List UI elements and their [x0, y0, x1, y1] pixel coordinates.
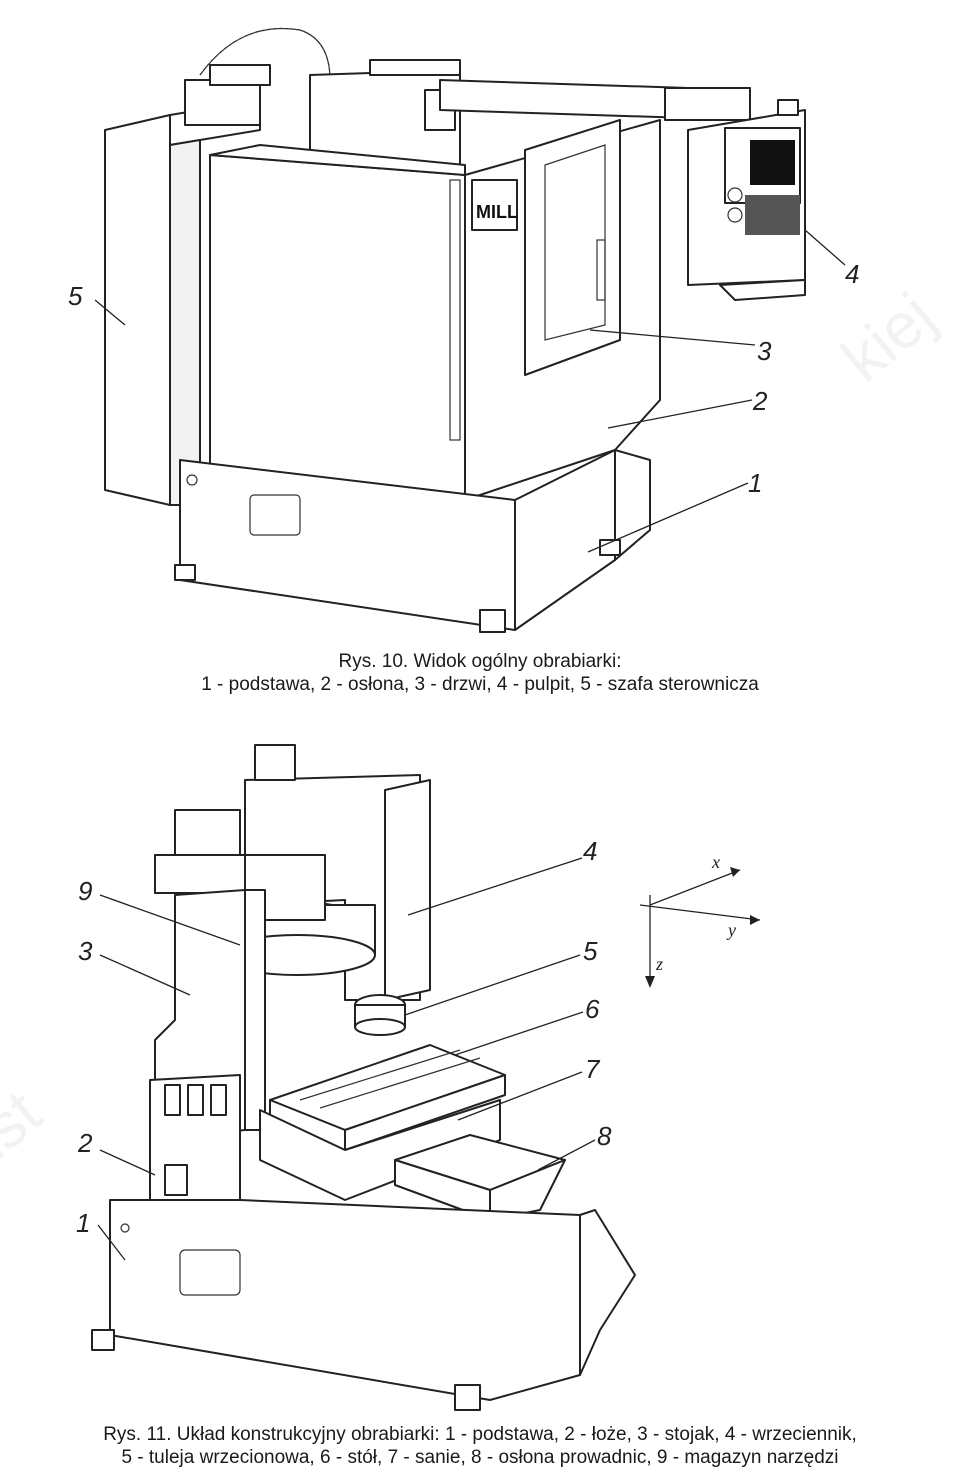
label-6: 6	[585, 994, 600, 1024]
label-3: 3	[78, 936, 93, 966]
y-axis-label: y	[726, 920, 736, 940]
figure2-machine	[91, 744, 636, 1411]
figure1-caption: Rys. 10. Widok ogólny obrabiarki: 1 - po…	[0, 650, 960, 696]
label-3: 3	[757, 336, 772, 366]
figure1-machine: MILL	[104, 27, 806, 633]
figure2-caption: Rys. 11. Układ konstrukcyjny obrabiarki:…	[0, 1423, 960, 1469]
label-1: 1	[748, 468, 762, 498]
figure2-caption-line1: Rys. 11. Układ konstrukcyjny obrabiarki:…	[103, 1424, 857, 1445]
z-axis-label: z	[655, 954, 663, 974]
figure1-caption-items: 1 - podstawa, 2 - osłona, 3 - drzwi, 4 -…	[201, 674, 759, 695]
y-arrow-icon	[750, 915, 760, 925]
label-4: 4	[845, 259, 859, 289]
label-5: 5	[583, 936, 598, 966]
figure1-caption-title: Rys. 10. Widok ogólny obrabiarki:	[338, 651, 622, 672]
axes-diagram: x y z	[639, 852, 761, 988]
label-2: 2	[77, 1128, 93, 1158]
x-axis-label: x	[711, 852, 720, 872]
label-8: 8	[597, 1121, 612, 1151]
label-7: 7	[585, 1054, 601, 1084]
y-axis	[639, 904, 761, 921]
label-4: 4	[583, 836, 597, 866]
figure1-callouts: 5 4 3 2 1	[68, 229, 859, 553]
z-arrow-icon	[645, 976, 655, 988]
x-axis	[649, 869, 741, 906]
figure2-caption-line2: 5 - tuleja wrzecionowa, 6 - stół, 7 - sa…	[121, 1447, 839, 1468]
label-9: 9	[78, 876, 92, 906]
x-arrow-icon	[730, 867, 740, 877]
brand-label: MILL	[476, 202, 518, 222]
label-5: 5	[68, 281, 83, 311]
figure2-callouts: 9 3 4 5 6 7 8 2 1	[76, 836, 612, 1261]
label-2: 2	[752, 386, 768, 416]
label-1: 1	[76, 1208, 90, 1238]
